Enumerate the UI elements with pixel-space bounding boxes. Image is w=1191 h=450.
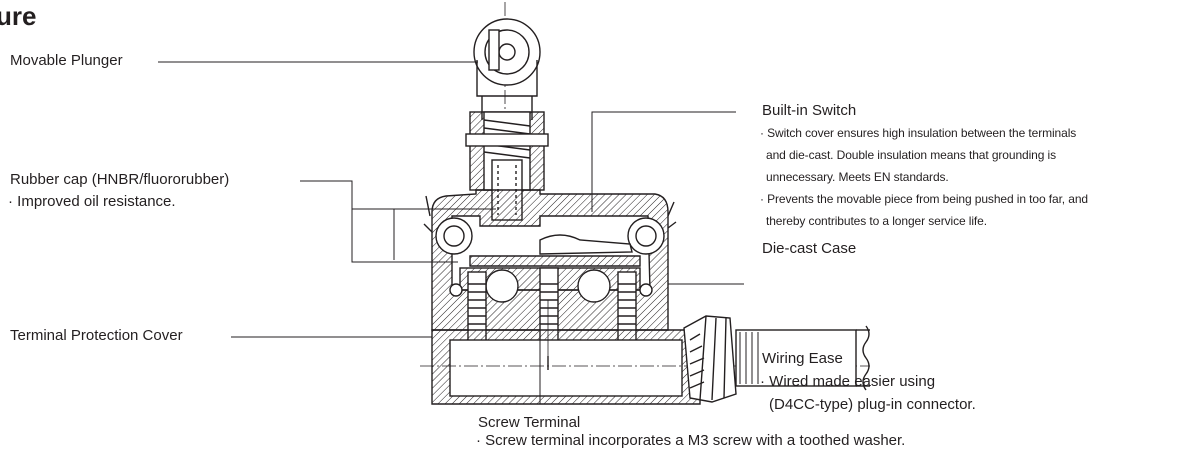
- diecast-case-label: Die-cast Case: [762, 240, 857, 257]
- builtin-switch-note-2a: · Prevents the movable piece from being …: [760, 192, 1089, 206]
- roller-lever: [473, 18, 541, 120]
- wiring-ease-note-1: · Wired made easier using: [760, 373, 936, 390]
- builtin-switch-note-1b: and die-cast. Double insulation means th…: [766, 148, 1057, 162]
- terminal-block: [449, 267, 653, 357]
- builtin-switch-note-1a: · Switch cover ensures high insulation b…: [760, 126, 1077, 140]
- leader-lines: [158, 61, 744, 404]
- movable-plunger-label: Movable Plunger: [10, 52, 123, 69]
- wiring-ease-label: Wiring Ease: [762, 350, 843, 367]
- builtin-switch-note-2b: thereby contributes to a longer service …: [766, 214, 987, 228]
- terminal-cover-label: Terminal Protection Cover: [10, 327, 183, 344]
- rubber-cap-label: Rubber cap (HNBR/fluororubber): [10, 171, 230, 188]
- screw-terminal-note: · Screw terminal incorporates a M3 screw…: [476, 432, 906, 449]
- plug-in-connector: [683, 315, 870, 403]
- builtin-switch-note-1c: unnecessary. Meets EN standards.: [766, 170, 949, 184]
- builtin-switch-label: Built-in Switch: [762, 102, 857, 119]
- page-heading-fragment: ure: [0, 1, 37, 31]
- screw-terminal-label: Screw Terminal: [478, 414, 581, 431]
- wiring-ease-note-2: (D4CC-type) plug-in connector.: [769, 396, 976, 413]
- rubber-cap-note: · Improved oil resistance.: [8, 193, 176, 210]
- terminal-protection-cover: [420, 300, 870, 405]
